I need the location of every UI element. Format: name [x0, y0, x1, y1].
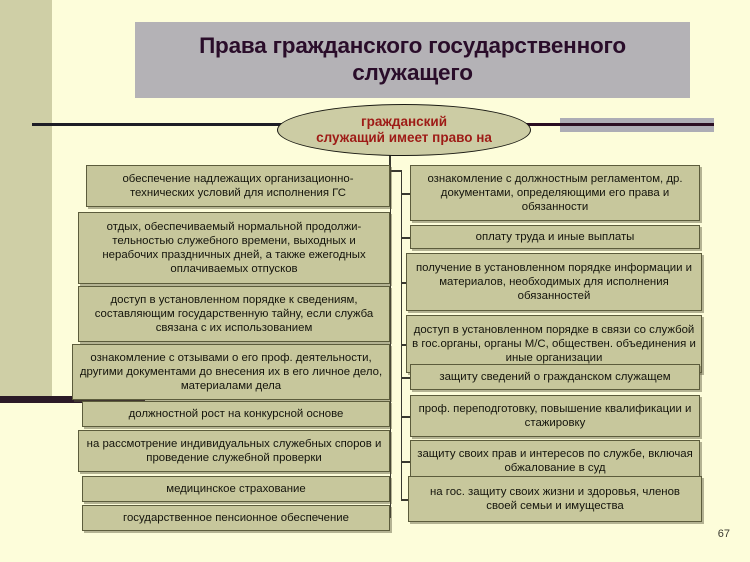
- left-right-box: доступ в установленном порядке к сведени…: [78, 286, 390, 342]
- connector-stub: [400, 193, 410, 195]
- connector-stub: [400, 282, 406, 284]
- left-right-box: обеспечение надлежащих организационно-те…: [86, 165, 390, 207]
- left-right-box: на рассмотрение индивидуальных служебных…: [78, 430, 390, 472]
- right-right-box: получение в установленном порядке информ…: [406, 253, 702, 311]
- center-node: гражданский служащий имеет право на: [277, 104, 531, 156]
- center-node-line-2: служащий имеет право на: [316, 130, 492, 145]
- right-right-box: защиту сведений о гражданском служащем: [410, 364, 700, 390]
- right-right-box: проф. переподготовку, повышение квалифик…: [410, 395, 700, 437]
- right-right-box: на гос. защиту своих жизни и здоровья, ч…: [408, 476, 702, 522]
- left-right-box: отдых, обеспечиваемый нормальной продолж…: [78, 212, 390, 284]
- header-rule-right-line: [520, 123, 714, 126]
- right-right-box: ознакомление с должностным регламентом, …: [410, 165, 700, 221]
- header-rule-left: [32, 123, 290, 126]
- connector-trunk: [389, 170, 392, 518]
- slide-title-bar: Права гражданского государственного служ…: [135, 22, 690, 98]
- left-right-box: ознакомление с отзывами о его проф. деят…: [72, 344, 390, 400]
- connector-trunk: [400, 170, 403, 499]
- page-title: Права гражданского государственного служ…: [199, 33, 626, 85]
- connector-stub: [400, 461, 410, 463]
- center-node-line-1: гражданский: [360, 114, 448, 130]
- connector-stub: [400, 237, 410, 239]
- center-node-connector: [389, 154, 391, 170]
- connector-stub: [400, 416, 410, 418]
- left-right-box: должностной рост на конкурсной основе: [82, 401, 390, 427]
- connector-stub: [400, 499, 408, 501]
- page-number: 67: [717, 528, 730, 540]
- connector-stub: [400, 344, 406, 346]
- left-right-box: государственное пенсионное обеспечение: [82, 505, 390, 531]
- connector-stub: [389, 170, 403, 172]
- connector-stub: [400, 377, 410, 379]
- right-right-box: доступ в установленном порядке в связи с…: [406, 315, 702, 373]
- right-right-box: оплату труда и иные выплаты: [410, 225, 700, 249]
- left-right-box: медицинское страхование: [82, 476, 390, 502]
- left-decorative-band: [0, 0, 52, 396]
